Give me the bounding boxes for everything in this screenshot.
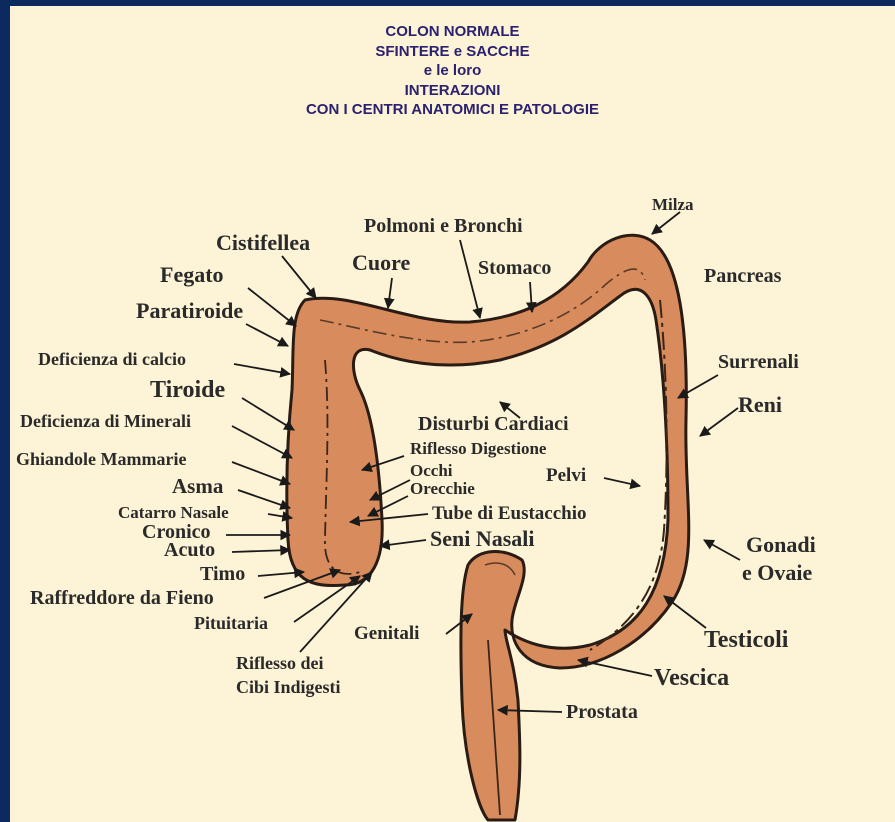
label-reni: Reni (738, 394, 782, 416)
pointer-paratiroide (246, 324, 288, 346)
label-acuto: Acuto (164, 540, 215, 560)
label-genitali: Genitali (354, 624, 419, 643)
label-asma: Asma (172, 476, 223, 497)
pointer-minerali (232, 426, 292, 458)
label-occhi: Occhi (410, 462, 453, 479)
pointer-testicoli (664, 596, 706, 628)
label-deficienza-calcio: Deficienza di calcio (38, 350, 186, 368)
pointer-cuore (388, 278, 392, 308)
pointer-fegato (248, 288, 296, 326)
pointer-seni (380, 540, 426, 546)
label-stomaco: Stomaco (478, 258, 551, 278)
label-riflesso-digestione: Riflesso Digestione (410, 440, 546, 457)
label-cibi-indigesti: Cibi Indigesti (236, 678, 341, 696)
pointer-asma (238, 490, 290, 508)
label-fegato: Fegato (160, 264, 224, 286)
label-pelvi: Pelvi (546, 466, 586, 485)
label-prostata: Prostata (566, 702, 638, 722)
label-pancreas: Pancreas (704, 266, 781, 286)
label-cuore: Cuore (352, 252, 410, 274)
label-tiroide: Tiroide (150, 378, 225, 402)
label-vescica: Vescica (654, 666, 729, 690)
pointer-milza (652, 212, 680, 234)
label-catarro-nasale: Catarro Nasale (118, 504, 229, 521)
label-tube-eustacchio: Tube di Eustacchio (432, 504, 587, 523)
label-orecchie: Orecchie (410, 480, 475, 497)
pointer-polmoni (460, 240, 480, 318)
pointer-pelvi (604, 478, 640, 486)
label-polmoni-bronchi: Polmoni e Bronchi (364, 216, 523, 236)
pointer-reni (700, 408, 738, 436)
label-gonadi: Gonadi (746, 534, 816, 556)
label-ovaie: e Ovaie (742, 562, 812, 584)
pointer-acuto (232, 550, 290, 552)
pointer-cistifellea (282, 256, 316, 298)
label-riflesso-cibi: Riflesso dei (236, 654, 324, 672)
label-ghiandole-mammarie: Ghiandole Mammarie (16, 450, 186, 468)
label-cistifellea: Cistifellea (216, 232, 310, 254)
pointer-ghiandole (232, 462, 290, 484)
pointer-calcio (234, 364, 290, 374)
pointer-gonadi (704, 540, 740, 560)
label-seni-nasali: Seni Nasali (430, 528, 535, 550)
pointer-tiroide (242, 398, 294, 430)
label-paratiroide: Paratiroide (136, 300, 243, 322)
label-surrenali: Surrenali (718, 352, 799, 372)
pointer-vescica (578, 660, 652, 676)
label-disturbi-cardiaci: Disturbi Cardiaci (418, 414, 569, 434)
label-raffreddore: Raffreddore da Fieno (30, 588, 214, 608)
label-pituitaria: Pituitaria (194, 614, 268, 632)
label-testicoli: Testicoli (704, 628, 788, 652)
label-deficienza-minerali: Deficienza di Minerali (20, 412, 191, 430)
label-milza: Milza (652, 196, 694, 213)
label-timo: Timo (200, 564, 245, 584)
